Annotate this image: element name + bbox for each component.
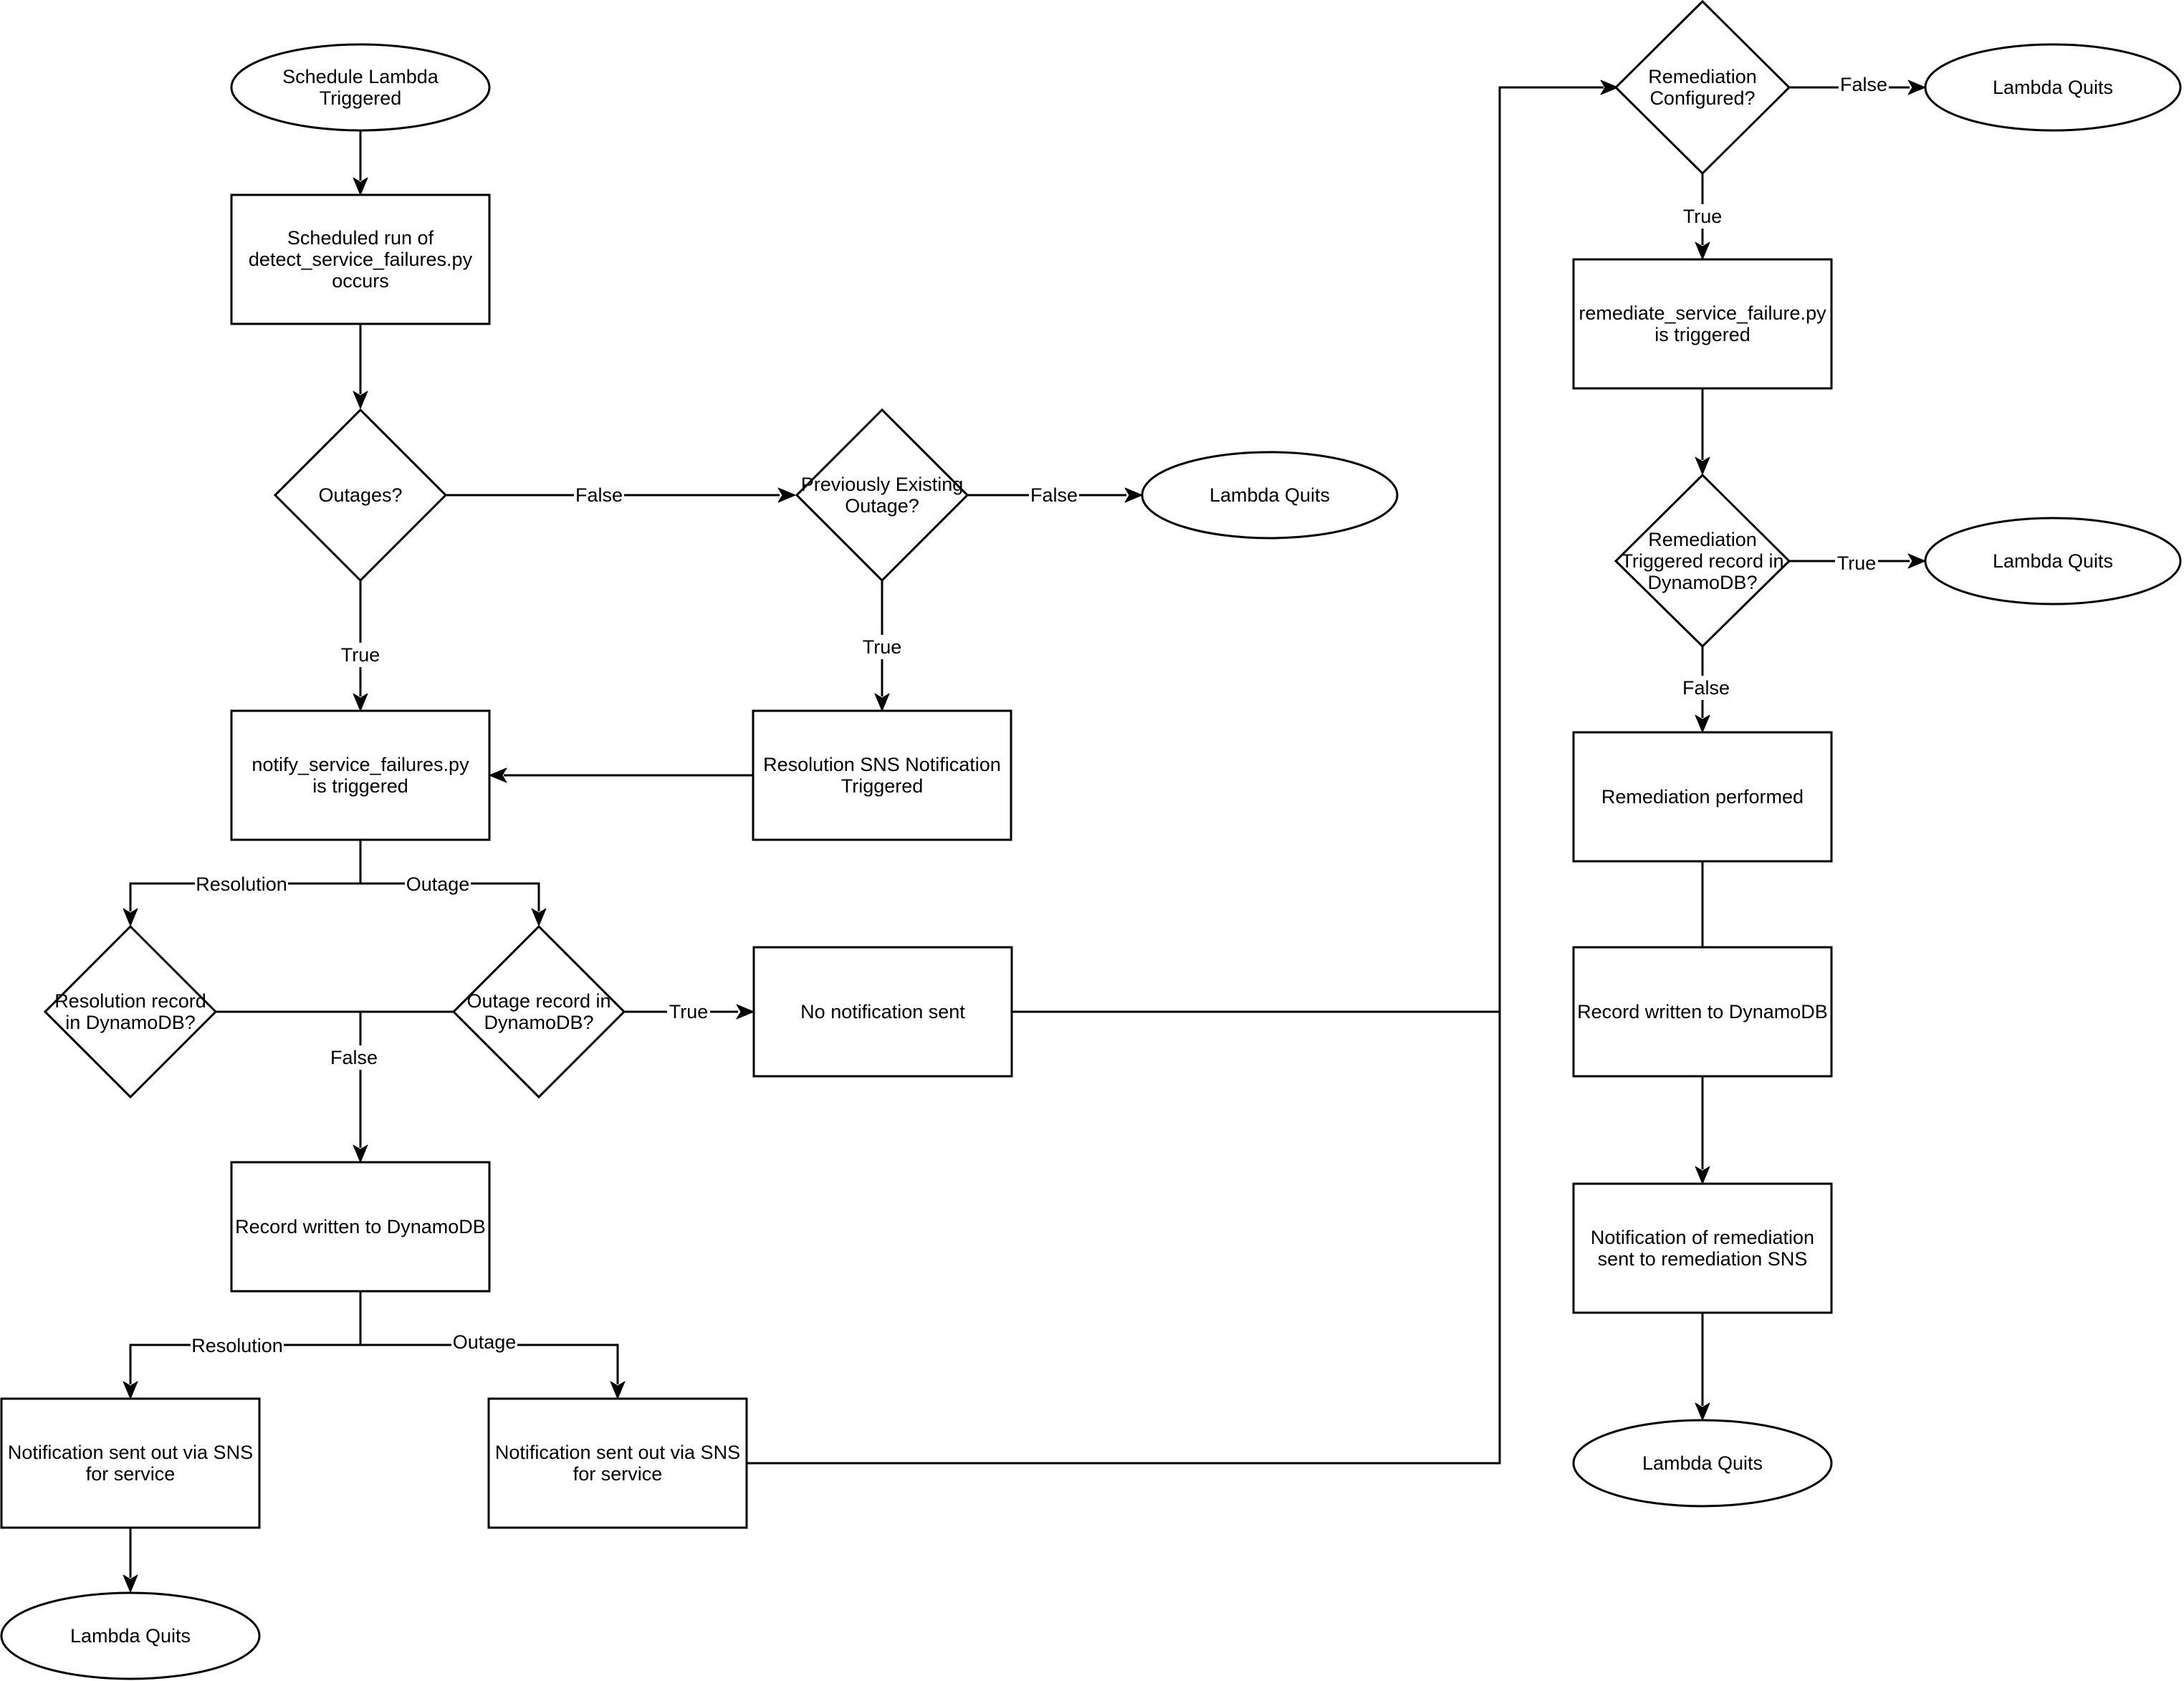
- remediation-configured-decision: [1614, 0, 1791, 176]
- remediation-triggered-decision: [1614, 473, 1791, 648]
- outages-decision: [273, 408, 448, 583]
- arrowhead: [353, 177, 368, 196]
- lambda-quits-label-final: Lambda Quits: [1642, 1452, 1763, 1474]
- label-written-outage: Outage: [453, 1331, 517, 1353]
- resolution-record-decision: [43, 924, 218, 1099]
- arrowhead: [610, 1381, 626, 1399]
- arrowhead: [1695, 1402, 1710, 1421]
- arrowhead: [1695, 1166, 1710, 1184]
- label-remediation-triggered-false: False: [1682, 677, 1730, 699]
- connectors: [123, 80, 1926, 1593]
- lambda-quits-terminal-mid-right: [1924, 517, 2182, 605]
- lambda-quits-terminal-1: [1141, 451, 1399, 540]
- edge-written-outage: [360, 1344, 619, 1384]
- lambda-quits-terminal-final: [1572, 1419, 1833, 1508]
- label-prev-false: False: [1030, 484, 1078, 506]
- remediation-performed-label: Remediation performed: [1601, 786, 1804, 808]
- arrowhead: [777, 487, 796, 503]
- outage-notification-box: [487, 1397, 748, 1529]
- arrowhead: [531, 908, 547, 926]
- lambda-quits-label-mid-right: Lambda Quits: [1993, 550, 2113, 572]
- label-outage-record-true: True: [669, 1001, 709, 1023]
- label-remediation-triggered-true: True: [1837, 552, 1877, 574]
- no-notification-box: [752, 946, 1013, 1078]
- lambda-quits-label-bottom: Lambda Quits: [70, 1625, 191, 1647]
- outages-decision-label: Outages?: [318, 484, 402, 506]
- label-prev-true: True: [863, 636, 902, 658]
- arrowhead: [1907, 80, 1926, 95]
- arrowhead: [1695, 456, 1710, 475]
- label-records-false: False: [330, 1047, 378, 1068]
- arrowhead: [1124, 487, 1143, 503]
- resolution-sns-box: [752, 709, 1012, 841]
- arrowhead: [353, 693, 368, 712]
- arrowhead: [1600, 80, 1619, 95]
- arrowhead: [1695, 241, 1710, 260]
- label-remediation-configured-true: True: [1683, 206, 1723, 227]
- remediate-process-box: [1572, 258, 1833, 390]
- lambda-quits-terminal-bottom: [0, 1591, 261, 1680]
- arrowhead: [489, 767, 507, 783]
- arrowhead: [123, 1574, 138, 1593]
- previously-existing-outage-decision: [795, 408, 969, 583]
- lambda-quits-label-top-right: Lambda Quits: [1993, 77, 2113, 98]
- arrowhead: [353, 1144, 368, 1163]
- edge-outage-notif-to-remediation: [747, 86, 1604, 1465]
- edge-labels: False False True True Resolution Outage …: [191, 72, 1889, 1356]
- label-remediation-configured-false: False: [1840, 74, 1887, 95]
- record-written-box-left: [230, 1161, 491, 1293]
- no-notification-label: No notification sent: [800, 1001, 965, 1023]
- label-outages-true: True: [341, 644, 380, 666]
- remediation-performed-box: [1572, 731, 1833, 863]
- arrowhead: [1907, 553, 1926, 569]
- resolution-notification-box: [0, 1397, 261, 1529]
- start-terminal: [230, 43, 491, 132]
- arrowhead: [353, 391, 368, 409]
- notify-process-box: [230, 709, 491, 841]
- arrowhead: [874, 693, 890, 712]
- label-branch-resolution: Resolution: [196, 873, 287, 895]
- lambda-quits-terminal-top-right: [1924, 43, 2182, 132]
- arrowhead: [123, 1381, 138, 1399]
- arrowhead: [736, 1004, 755, 1020]
- label-outages-false: False: [575, 484, 623, 506]
- record-written-box-right: [1572, 946, 1833, 1078]
- lambda-quits-label-1: Lambda Quits: [1210, 484, 1330, 506]
- record-written-label-right: Record written to DynamoDB: [1577, 1001, 1828, 1023]
- record-written-label-left: Record written to DynamoDB: [235, 1216, 486, 1237]
- label-branch-outage: Outage: [406, 873, 470, 895]
- outage-record-decision: [451, 924, 626, 1099]
- label-written-resolution: Resolution: [191, 1335, 283, 1356]
- arrowhead: [1695, 714, 1710, 733]
- arrowhead: [123, 908, 138, 926]
- detect-process-box: [230, 193, 491, 325]
- remediation-notification-box: [1572, 1182, 1833, 1314]
